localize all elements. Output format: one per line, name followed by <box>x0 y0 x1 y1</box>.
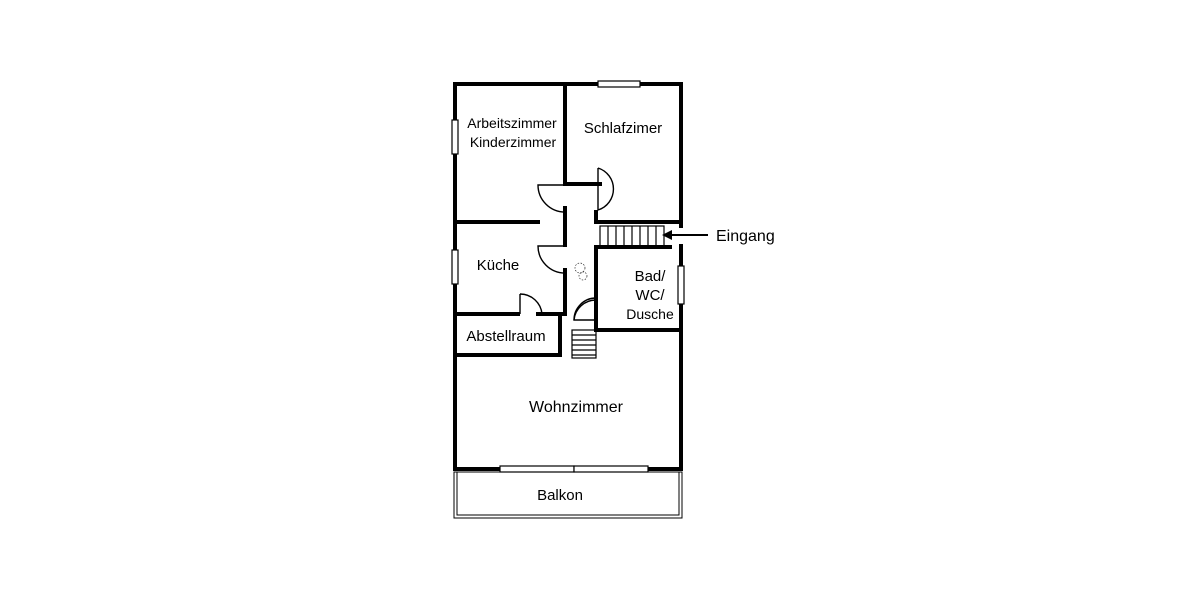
label-wohnzimmer: Wohnzimmer <box>529 399 624 416</box>
label-kueche: Küche <box>477 257 520 274</box>
entrance-stairs <box>599 225 665 247</box>
interior-walls <box>453 82 683 357</box>
label-bad-line1: Bad/ <box>635 268 667 285</box>
label-schlafzimmer: Schlafzimer <box>584 120 662 137</box>
door-schlafzimmer <box>597 167 615 211</box>
window-balcony-2 <box>573 465 649 473</box>
door-kueche <box>537 245 566 274</box>
label-arbeitszimmer-line1: Arbeitszimmer <box>467 115 557 131</box>
light-fixture-symbol <box>574 262 588 281</box>
lower-stairs <box>571 329 597 359</box>
door-stair <box>573 299 597 321</box>
door-abstellraum <box>519 293 543 315</box>
label-eingang: Eingang <box>716 228 775 245</box>
label-balkon: Balkon <box>537 487 583 504</box>
label-bad-line3: Dusche <box>626 306 674 322</box>
label-bad-line2: WC/ <box>635 287 665 304</box>
door-arbeitszimmer <box>537 184 566 213</box>
windows <box>451 80 685 473</box>
label-abstellraum: Abstellraum <box>466 328 545 345</box>
entrance-arrow <box>662 230 708 240</box>
label-arbeitszimmer-line2: Kinderzimmer <box>470 134 557 150</box>
doors <box>519 167 615 321</box>
window-right-bath <box>677 265 685 305</box>
window-balcony-1 <box>499 465 575 473</box>
window-left-lower <box>451 249 459 285</box>
balcony <box>453 471 683 519</box>
window-left-upper <box>451 119 459 155</box>
window-top <box>597 80 641 88</box>
